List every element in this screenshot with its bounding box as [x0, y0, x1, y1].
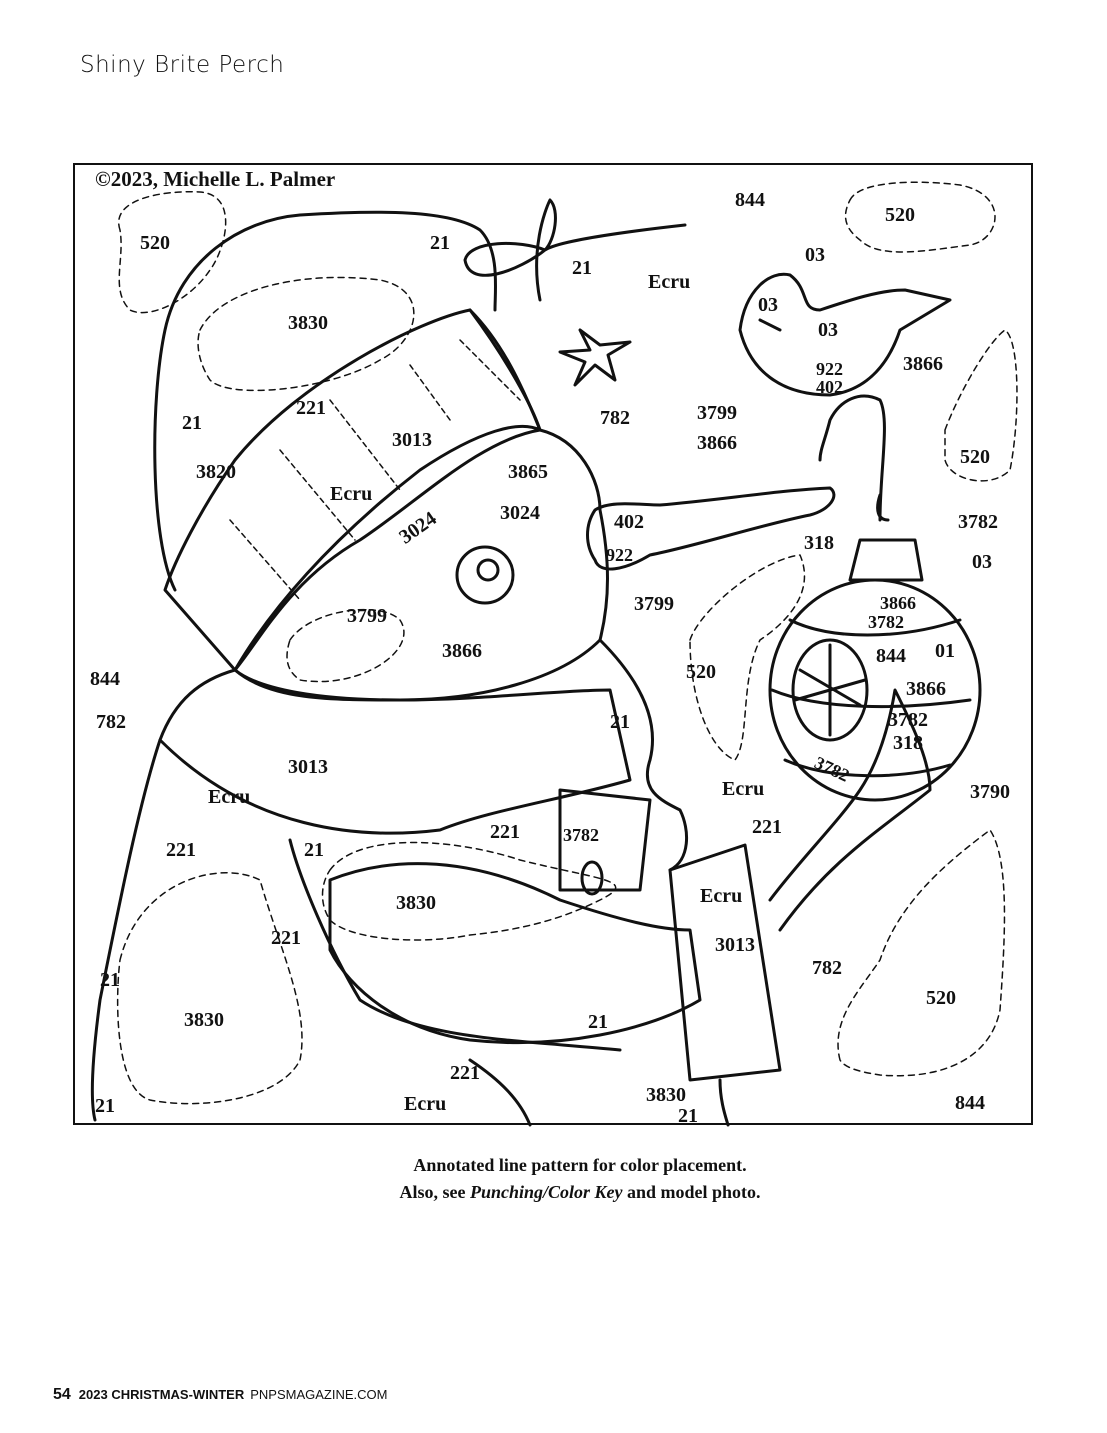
- color-label: Ecru: [700, 885, 743, 907]
- color-label: 922: [816, 359, 843, 379]
- caption-text: Also, see: [399, 1182, 470, 1202]
- color-label: 21: [678, 1105, 698, 1127]
- color-label: Ecru: [648, 271, 691, 293]
- color-label: 782: [600, 407, 630, 429]
- color-label: 3830: [184, 1009, 224, 1031]
- color-label: 221: [166, 839, 196, 861]
- color-label: 3866: [697, 432, 737, 454]
- color-label: 402: [614, 511, 644, 533]
- color-label: 3866: [442, 640, 482, 662]
- branch-arm: [768, 688, 932, 932]
- page-footer: 54 2023 CHRISTMAS-WINTER PNPSMAGAZINE.COM: [53, 1386, 387, 1404]
- color-label: 318: [893, 732, 923, 754]
- scarf-upper: [158, 668, 632, 835]
- color-label: 3799: [634, 593, 674, 615]
- color-label: 844: [876, 645, 906, 667]
- color-label: 21: [182, 412, 202, 434]
- color-label: 3013: [288, 756, 328, 778]
- color-label: 221: [752, 816, 782, 838]
- color-label: 3799: [347, 605, 387, 627]
- color-label: 922: [606, 545, 633, 565]
- scarf-lower: [328, 862, 702, 1045]
- color-label: 782: [812, 957, 842, 979]
- color-label: 3782: [563, 825, 599, 845]
- pattern-frame: [73, 163, 1033, 1125]
- caption-line-1: Annotated line pattern for color placeme…: [413, 1155, 747, 1175]
- caption-text: and model photo.: [622, 1182, 761, 1202]
- color-label: 782: [96, 711, 126, 733]
- carrot-nose: [586, 486, 836, 571]
- color-label: 03: [818, 319, 838, 341]
- color-label: 3790: [970, 781, 1010, 803]
- color-label: 3782: [888, 709, 928, 731]
- color-label: 221: [490, 821, 520, 843]
- color-label: 21: [588, 1011, 608, 1033]
- color-label: 3830: [646, 1084, 686, 1106]
- color-label: 3866: [906, 678, 946, 700]
- color-label: 520: [960, 446, 990, 468]
- color-label: 3866: [880, 593, 916, 613]
- background-blobs: [116, 181, 1018, 1105]
- color-label: 221: [271, 927, 301, 949]
- color-label: 520: [885, 204, 915, 226]
- color-label: 21: [572, 257, 592, 279]
- copyright: ©2023, Michelle L. Palmer: [95, 167, 336, 191]
- color-label: 21: [95, 1095, 115, 1117]
- color-label: 21: [610, 711, 630, 733]
- color-label: 318: [804, 532, 834, 554]
- star: [558, 328, 632, 387]
- color-label: 3024: [500, 502, 540, 524]
- color-label: 844: [90, 668, 120, 690]
- color-label: 03: [758, 294, 778, 316]
- hat-back: [153, 210, 498, 592]
- caption-line-2: Also, see Punching/Color Key and model p…: [0, 1182, 1107, 1203]
- color-label: 3865: [508, 461, 548, 483]
- caption-emphasis: Punching/Color Key: [469, 1182, 623, 1202]
- color-label: 520: [926, 987, 956, 1009]
- color-label: 3830: [396, 892, 436, 914]
- color-label: 3782: [958, 511, 998, 533]
- color-label: 844: [735, 189, 765, 211]
- color-label: 3013: [392, 429, 432, 451]
- page-number: 54: [53, 1386, 71, 1403]
- color-label: 520: [686, 661, 716, 683]
- color-label: 03: [805, 244, 825, 266]
- ornament-window: [791, 638, 869, 742]
- color-label: 3782: [868, 612, 904, 632]
- body-left: [90, 738, 162, 1122]
- bird: [738, 272, 952, 397]
- ornament-ball: [768, 578, 982, 802]
- color-label: 3820: [196, 461, 236, 483]
- color-label: Ecru: [330, 483, 373, 505]
- eye: [455, 545, 515, 605]
- color-label: 21: [430, 232, 450, 254]
- color-label: 520: [140, 232, 170, 254]
- color-label: 3799: [697, 402, 737, 424]
- color-label: 844: [955, 1092, 985, 1114]
- color-label: 3830: [288, 312, 328, 334]
- color-label: Ecru: [208, 786, 251, 808]
- color-label: 21: [100, 969, 120, 991]
- color-label: 3866: [903, 353, 943, 375]
- hat-brim: [163, 308, 542, 672]
- hat-bow: [463, 198, 687, 302]
- website: PNPSMAGAZINE.COM: [250, 1387, 388, 1402]
- color-label: 221: [296, 397, 326, 419]
- ornament-cap: [848, 538, 924, 582]
- color-label: 01: [935, 640, 955, 662]
- coat-panel: [558, 788, 652, 892]
- color-label: Ecru: [722, 778, 765, 800]
- issue-name: 2023 CHRISTMAS-WINTER: [78, 1387, 245, 1402]
- page-title: Shiny Brite Perch: [80, 52, 285, 78]
- color-label: Ecru: [404, 1093, 447, 1115]
- color-label: 03: [972, 551, 992, 573]
- color-label: 221: [450, 1062, 480, 1084]
- color-label: 21: [304, 839, 324, 861]
- color-label: 3013: [715, 934, 755, 956]
- color-label: 402: [816, 377, 843, 397]
- scarf-end: [668, 843, 782, 1082]
